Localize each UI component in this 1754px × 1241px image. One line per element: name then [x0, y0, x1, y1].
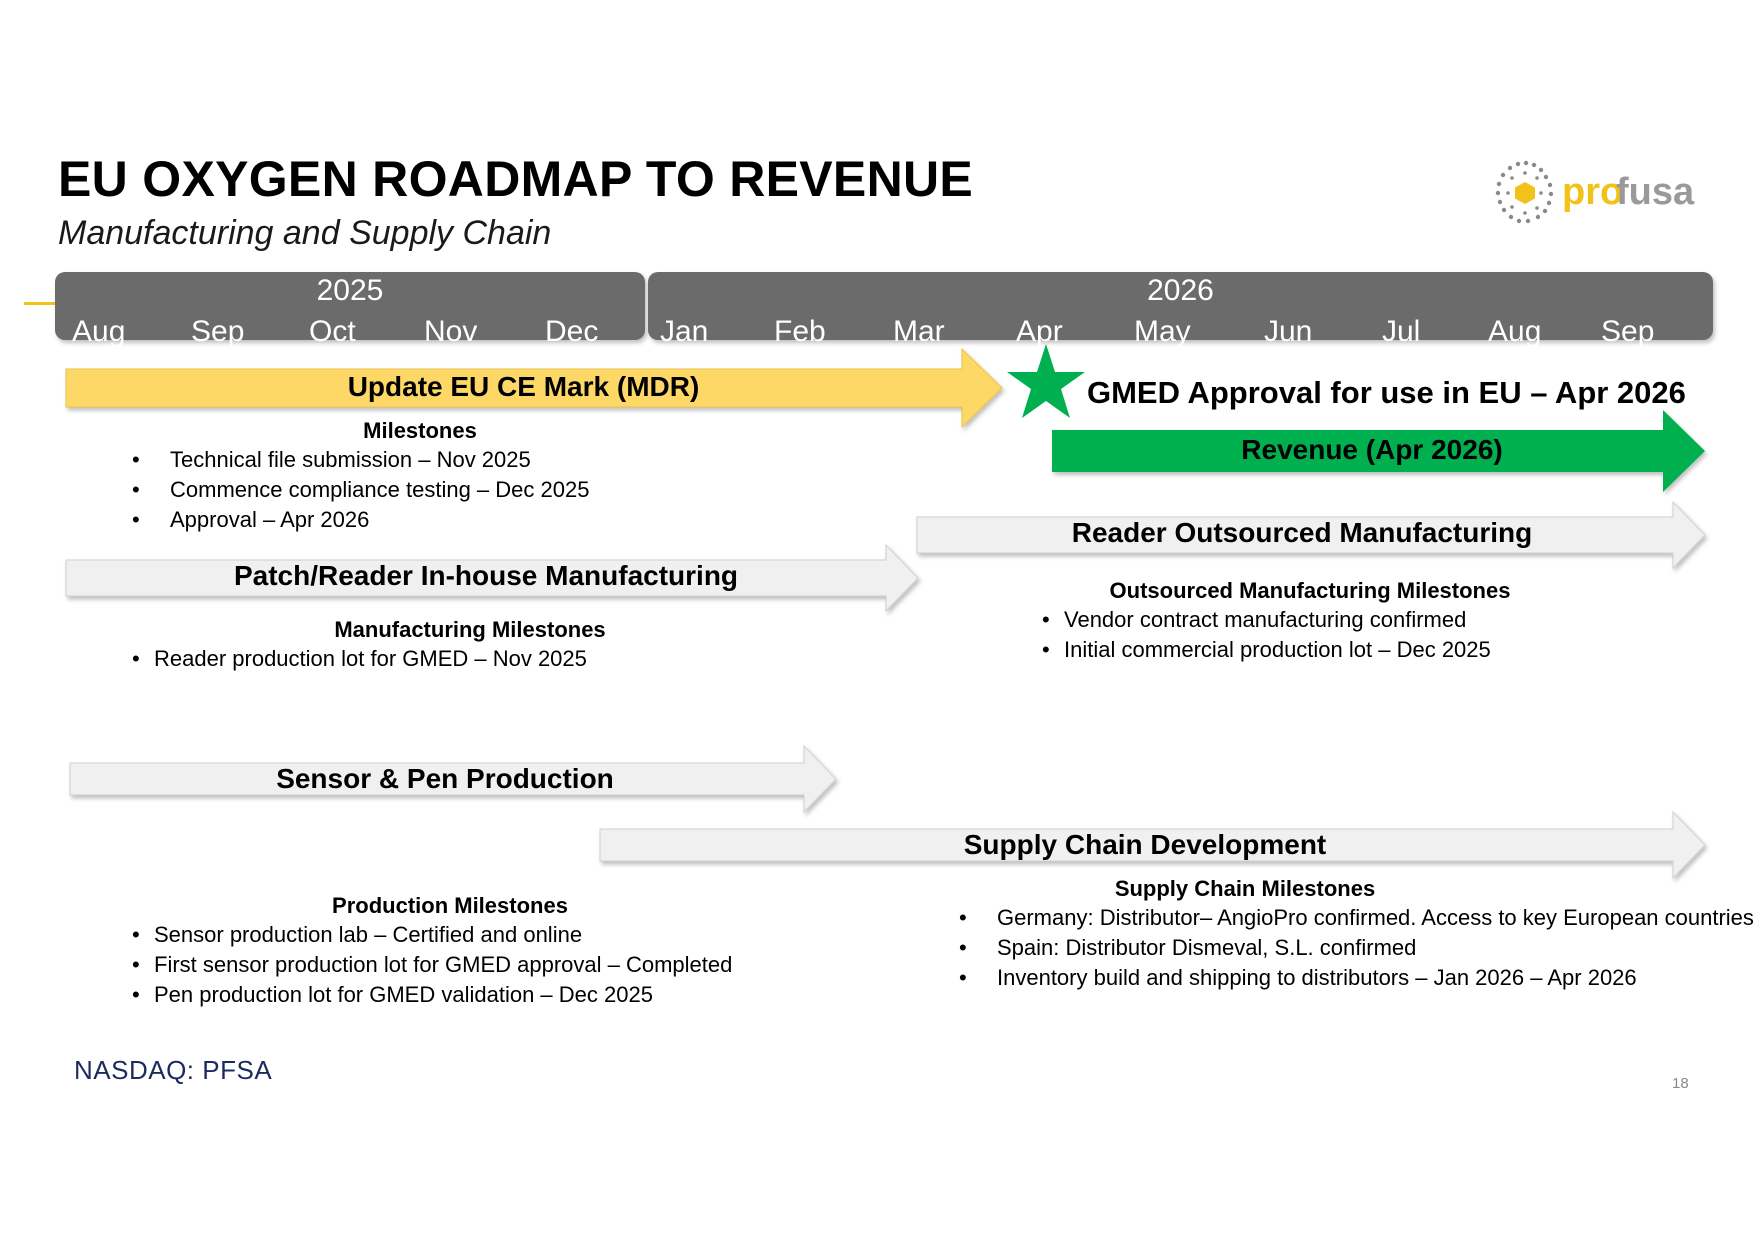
- star-icon: [1007, 344, 1085, 418]
- timeline-year-2026: 2026 Jan Feb Mar Apr May Jun Jul Aug Sep: [648, 272, 1713, 348]
- supply-chain-milestones-heading: Supply Chain Milestones: [1114, 876, 1376, 901]
- list-item: Inventory build and shipping to distribu…: [957, 963, 1637, 993]
- month-label: Sep: [191, 315, 245, 348]
- gmed-approval-label: GMED Approval for use in EU – Apr 2026: [1087, 375, 1686, 410]
- revenue-label: Revenue (Apr 2026): [1241, 434, 1503, 465]
- list-item: Sensor production lab – Certified and on…: [130, 920, 732, 950]
- ce-mark-arrow: [65, 347, 1003, 429]
- supply-chain-milestone-list: Germany: Distributor– AngioPro confirmed…: [957, 903, 1754, 993]
- month-label: Mar: [893, 315, 945, 348]
- sensor-pen-arrow: [69, 744, 837, 814]
- manufacturing-milestones-heading: Manufacturing Milestones: [334, 617, 606, 642]
- production-milestone-list: Sensor production lab – Certified and on…: [130, 920, 732, 1010]
- hexagon-dots-logo-icon: pro fusa: [1495, 160, 1695, 224]
- month-label: Aug: [72, 315, 126, 348]
- month-label: Jan: [660, 315, 709, 348]
- year-label: 2026: [1147, 274, 1214, 307]
- list-item: Initial commercial production lot – Dec …: [1040, 635, 1491, 665]
- page-number: 18: [1672, 1075, 1689, 1092]
- revenue-arrow: [1052, 410, 1705, 492]
- company-logo: pro fusa: [1490, 154, 1700, 230]
- month-label: Apr: [1016, 315, 1063, 348]
- month-label: Aug: [1488, 315, 1542, 348]
- ce-mark-label: Update EU CE Mark (MDR): [347, 371, 700, 402]
- list-item: Approval – Apr 2026: [130, 505, 589, 535]
- outsourced-manufacturing-arrow: [916, 500, 1706, 570]
- list-item: Commence compliance testing – Dec 2025: [130, 475, 589, 505]
- list-item: Technical file submission – Nov 2025: [130, 445, 589, 475]
- supply-chain-arrow: [599, 810, 1706, 880]
- list-item: Vendor contract manufacturing confirmed: [1040, 605, 1491, 635]
- month-label: May: [1134, 315, 1191, 348]
- inhouse-manufacturing-label: Patch/Reader In-house Manufacturing: [233, 560, 739, 591]
- list-item: First sensor production lot for GMED app…: [130, 950, 732, 980]
- year-label: 2025: [316, 274, 384, 307]
- month-label: Dec: [545, 315, 599, 348]
- month-label: Sep: [1601, 315, 1655, 348]
- accent-line: [24, 302, 58, 305]
- page-subtitle: Manufacturing and Supply Chain: [58, 214, 552, 252]
- production-milestones-heading: Production Milestones: [332, 893, 568, 918]
- page-title: EU OXYGEN ROADMAP TO REVENUE: [58, 151, 974, 207]
- outsourced-manufacturing-label: Reader Outsourced Manufacturing: [1071, 517, 1533, 548]
- ticker-label: NASDAQ: PFSA: [74, 1055, 273, 1085]
- list-item: Germany: Distributor– AngioPro confirmed…: [957, 903, 1754, 933]
- supply-chain-label: Supply Chain Development: [963, 829, 1327, 860]
- month-label: Feb: [774, 315, 826, 348]
- month-label: Jul: [1382, 315, 1421, 348]
- list-item: Spain: Distributor Dismeval, S.L. confir…: [957, 933, 1517, 963]
- logo-text-pro: pro: [1562, 171, 1623, 213]
- timeline-year-2025: 2025 Aug Sep Oct Nov Dec: [55, 272, 645, 348]
- month-label: Oct: [309, 315, 356, 348]
- list-item: Pen production lot for GMED validation –…: [130, 980, 732, 1010]
- month-label: Nov: [424, 315, 478, 348]
- sensor-pen-label: Sensor & Pen Production: [276, 763, 614, 794]
- manufacturing-milestone-list: Reader production lot for GMED – Nov 202…: [130, 644, 587, 674]
- logo-text-fusa: fusa: [1616, 171, 1695, 213]
- ce-mark-milestones-heading: Milestones: [363, 418, 477, 443]
- list-item: Reader production lot for GMED – Nov 202…: [130, 644, 587, 674]
- inhouse-manufacturing-arrow: [65, 543, 919, 613]
- outsourced-milestones-heading: Outsourced Manufacturing Milestones: [1109, 578, 1511, 603]
- month-label: Jun: [1264, 315, 1313, 348]
- outsourced-milestone-list: Vendor contract manufacturing confirmed …: [1040, 605, 1491, 665]
- ce-mark-milestone-list: Technical file submission – Nov 2025 Com…: [130, 445, 589, 535]
